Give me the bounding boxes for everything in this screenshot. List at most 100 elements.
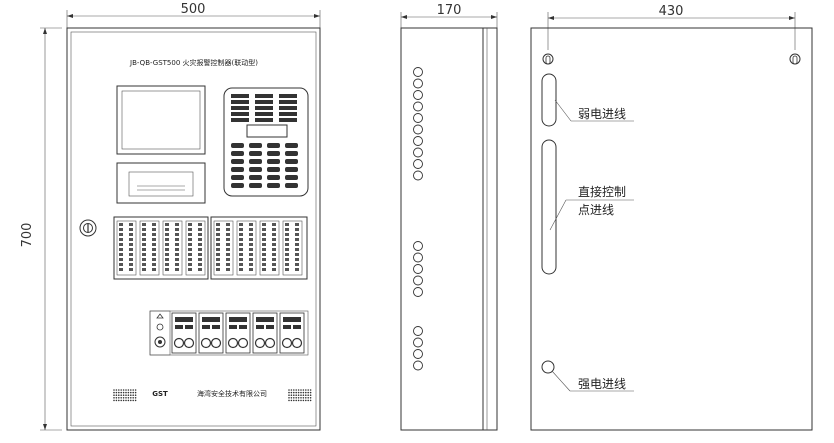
terminal-mark — [188, 258, 192, 261]
grille-dot — [122, 399, 125, 402]
terminal-mark — [142, 248, 146, 251]
knockout-hole — [413, 78, 423, 89]
keypad-key — [267, 175, 280, 180]
terminal-mark — [142, 243, 146, 246]
terminal-mark — [272, 268, 276, 271]
grille-dot — [300, 399, 302, 402]
linkage-button — [227, 337, 239, 349]
grille-dot — [113, 389, 115, 391]
terminal-mark — [262, 228, 266, 231]
terminal-mark — [198, 228, 202, 231]
keypad-key — [279, 118, 297, 122]
side-cabinet-outline — [400, 27, 498, 431]
terminal-mark — [295, 243, 299, 246]
strong-current-inlet: 强电进线 — [541, 360, 634, 392]
grille-dot — [293, 397, 295, 399]
grille-dot — [305, 397, 307, 399]
terminal-mark — [272, 253, 276, 256]
linkage-button — [281, 337, 293, 349]
terminal-mark — [272, 258, 276, 261]
grille-dot — [130, 399, 132, 402]
keypad-key — [285, 151, 298, 156]
keypad-key — [231, 100, 249, 104]
grille-dot — [300, 389, 302, 391]
grille-dot — [295, 397, 298, 399]
linkage-indicator — [185, 325, 193, 329]
terminal-mark — [152, 263, 156, 266]
grille-dot — [127, 397, 130, 399]
grille-dot — [120, 394, 122, 397]
terminal-mark — [142, 223, 146, 226]
grille-dot — [305, 389, 307, 391]
grille-dot — [295, 391, 298, 394]
terminal-mark — [175, 263, 179, 266]
terminal-mark — [152, 258, 156, 261]
knockout-hole — [413, 241, 423, 251]
grille-dot — [293, 391, 295, 394]
terminal-mark — [142, 238, 146, 241]
terminal-mark — [226, 248, 230, 251]
knockout-hole — [413, 147, 423, 158]
keypad-key — [255, 94, 273, 98]
terminal-mark — [175, 258, 179, 261]
terminal-mark — [152, 268, 156, 271]
grille-dot — [130, 394, 132, 397]
strong-current-label: 强电进线 — [578, 377, 626, 391]
keypad-key — [231, 151, 244, 156]
terminal-mark — [198, 253, 202, 256]
keypad-key — [255, 112, 273, 116]
back-hole-spacing-dimension: 430 — [547, 4, 796, 50]
knockout-hole — [413, 252, 423, 263]
knockout-hole — [413, 113, 423, 123]
terminal-mark — [129, 263, 133, 266]
grille-dot — [120, 399, 122, 402]
terminal-mark — [226, 238, 230, 241]
terminal-module — [259, 220, 280, 276]
knockout-hole — [413, 136, 423, 146]
knockout-hole — [413, 287, 423, 297]
terminal-mark — [129, 268, 133, 271]
terminal-mark — [285, 233, 289, 236]
side-depth-dimension: 170 — [400, 3, 498, 28]
front-view: 500 700 JB-QB-GST500 火灾报警控制器(联动型) — [20, 2, 321, 431]
grille-dot — [288, 389, 290, 391]
grille-dot — [295, 399, 298, 402]
terminal-mark — [119, 243, 123, 246]
knockout-hole — [413, 159, 423, 169]
terminal-mark — [119, 263, 123, 266]
terminal-mark — [198, 263, 202, 266]
keypad-key — [249, 159, 262, 164]
terminal-mark — [272, 223, 276, 226]
knockout-hole — [413, 326, 423, 336]
terminal-mark — [119, 258, 123, 261]
terminal-mark — [175, 233, 179, 236]
grille-dot — [127, 399, 130, 402]
grille-dot — [132, 389, 134, 391]
grille-dot — [118, 394, 120, 397]
grille-dot — [115, 397, 118, 399]
terminal-mark — [129, 238, 133, 241]
linkage-indicator — [283, 317, 301, 322]
grille-dot — [305, 394, 307, 397]
terminal-mark — [262, 248, 266, 251]
keypad-key — [285, 175, 298, 180]
grille-dot — [297, 399, 300, 402]
grille-dot — [115, 399, 118, 402]
keypad-key — [231, 94, 249, 98]
grille-dot — [290, 399, 293, 402]
terminal-mark — [272, 248, 276, 251]
keypad-key — [249, 151, 262, 156]
terminal-mark — [165, 223, 169, 226]
terminal-mark — [295, 238, 299, 241]
grille-dot — [127, 389, 130, 391]
terminal-mark — [295, 263, 299, 266]
terminal-mark — [142, 268, 146, 271]
linkage-indicator — [175, 317, 193, 322]
terminal-mark — [216, 268, 220, 271]
knockout-hole — [413, 170, 423, 181]
terminal-mark — [239, 223, 243, 226]
grille-dot — [134, 397, 137, 399]
grille-dot — [309, 397, 312, 399]
keypad-key — [249, 175, 262, 180]
keypad-key — [285, 167, 298, 172]
